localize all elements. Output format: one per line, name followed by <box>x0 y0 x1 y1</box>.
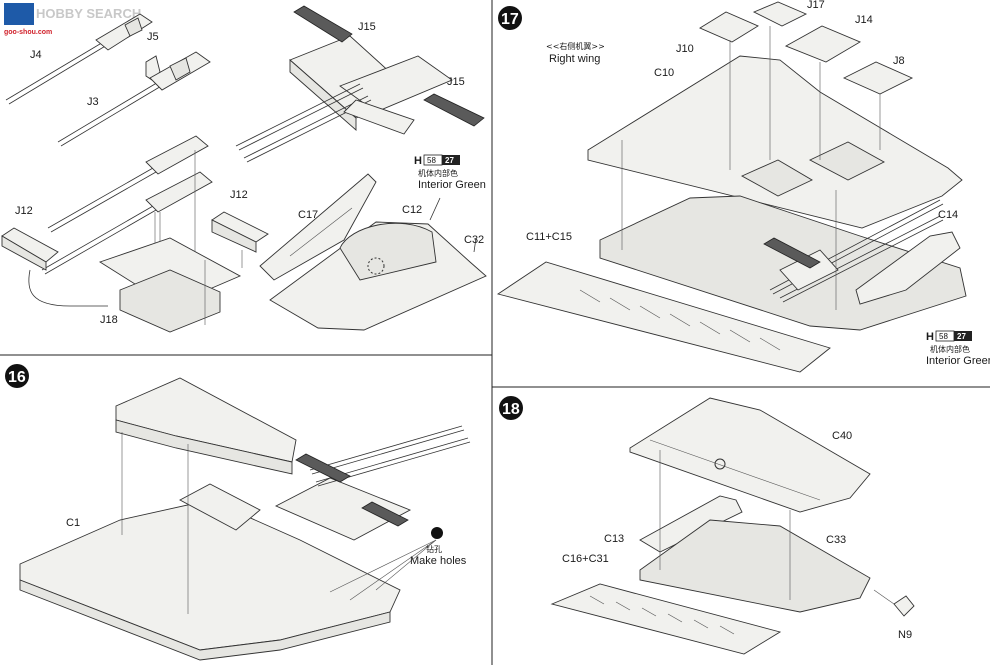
watermark-logo-icon <box>4 3 34 25</box>
label-j10: J10 <box>676 43 694 55</box>
part-c17-drawing <box>259 173 377 281</box>
step-18-badge <box>499 396 523 420</box>
label-j14: J14 <box>855 14 873 26</box>
step-18-number: 18 <box>502 401 520 418</box>
step-16-number: 16 <box>8 369 26 386</box>
gun-j3-drawing <box>57 51 211 147</box>
wing-side-en: Right wing <box>549 53 600 65</box>
flap-c11-c15-drawing <box>496 261 831 373</box>
label-j12-left: J12 <box>15 205 33 217</box>
watermark-brand: HOBBY SEARCH <box>36 6 141 21</box>
wing-upper-c10-drawing <box>587 55 963 229</box>
step-16-guide-lines <box>121 432 437 614</box>
ammo-bin-j12-right-drawing <box>211 211 269 268</box>
label-j12-right: J12 <box>230 189 248 201</box>
label-c12: C12 <box>402 204 422 216</box>
label-c13: C13 <box>604 533 624 545</box>
paint-color-cn: 机体内部色 <box>418 168 458 178</box>
label-c17: C17 <box>298 209 318 221</box>
paint-color-cn: 机体内部色 <box>930 344 970 354</box>
watermark-site: goo-shou.com <box>4 29 52 36</box>
paint-code: H <box>926 331 934 343</box>
wing-lower-c33-drawing <box>639 519 871 613</box>
label-n9: N9 <box>898 629 912 641</box>
gun-pair-lower-drawing <box>41 135 213 292</box>
paint-number-1: 58 <box>427 156 436 165</box>
label-c32: C32 <box>464 234 484 246</box>
part-c12-c32-drawing <box>269 197 487 331</box>
step-16-badge <box>5 364 29 388</box>
paint-callout-top-left: H 58 27 机体内部色 Interior Green <box>414 154 486 191</box>
drill-cn: 钻孔 <box>426 544 442 554</box>
step-16-gun-cross-drawing <box>274 425 471 541</box>
part-j14-drawing <box>784 25 862 63</box>
drill-en: Make holes <box>410 555 467 567</box>
label-j4: J4 <box>30 49 42 61</box>
ammo-bin-j12-left-drawing <box>1 227 108 307</box>
paint-number-2: 27 <box>957 332 966 341</box>
label-j3: J3 <box>87 96 99 108</box>
step-18-guide-lines <box>659 450 895 605</box>
base-j18-drawing <box>98 237 242 333</box>
part-c14-drawing <box>855 231 961 305</box>
ammo-belt-j15-top-drawing <box>293 5 353 43</box>
paint-code: H <box>414 155 422 167</box>
flap-c16-c31-drawing <box>550 583 782 655</box>
part-j17-drawing <box>752 1 808 27</box>
wing-guns-drawing <box>763 199 944 303</box>
label-j17: J17 <box>807 0 825 11</box>
gun-j4-drawing <box>5 13 153 105</box>
ammo-belt-j15-right-drawing <box>423 93 485 127</box>
paint-color-en: Interior Green <box>418 179 486 191</box>
paint-callout-step-17: H 58 27 机体内部色 Interior Green <box>926 330 990 367</box>
part-n9-drawing <box>893 595 915 617</box>
label-c40: C40 <box>832 430 852 442</box>
step-18-panel: 18 C40 C13 <box>499 396 915 655</box>
label-c33: C33 <box>826 534 846 546</box>
label-j15-right: J15 <box>447 76 465 88</box>
wing-side-cn: <<右侧机翼>> <box>546 41 605 51</box>
label-j5: J5 <box>147 31 159 43</box>
step-17-badge <box>498 6 522 30</box>
paint-number-1: 58 <box>939 332 948 341</box>
gun-cross-assembly-drawing <box>235 35 453 163</box>
step-16-panel: 16 C1 钻孔 Make <box>5 364 471 661</box>
label-c10: C10 <box>654 67 674 79</box>
label-c11-c15: C11+C15 <box>526 231 572 243</box>
label-j15-top: J15 <box>358 21 376 33</box>
label-c1: C1 <box>66 517 80 529</box>
label-j18: J18 <box>100 314 118 326</box>
watermark: HOBBY SEARCH goo-shou.com <box>4 3 141 36</box>
step-17-guide-lines <box>621 26 881 310</box>
wing-upper-c40-drawing <box>629 397 871 513</box>
panel-gun-assembly: J4 J5 J3 J15 J15 J12 J12 J18 C17 C12 C32… <box>1 5 487 333</box>
label-c16-c31: C16+C31 <box>562 553 609 565</box>
paint-number-2: 27 <box>445 156 454 165</box>
label-j8: J8 <box>893 55 905 67</box>
part-c13-drawing <box>639 495 743 553</box>
part-j10-drawing <box>699 11 759 43</box>
step-17-panel: 17 <<右侧机翼>> Right wing <box>496 0 990 373</box>
part-j8-drawing <box>842 61 914 95</box>
paint-color-en: Interior Green <box>926 355 990 367</box>
drill-callout: 钻孔 Make holes <box>410 527 467 567</box>
drill-icon <box>431 527 443 539</box>
label-c14: C14 <box>938 209 958 221</box>
step-17-number: 17 <box>501 11 519 28</box>
